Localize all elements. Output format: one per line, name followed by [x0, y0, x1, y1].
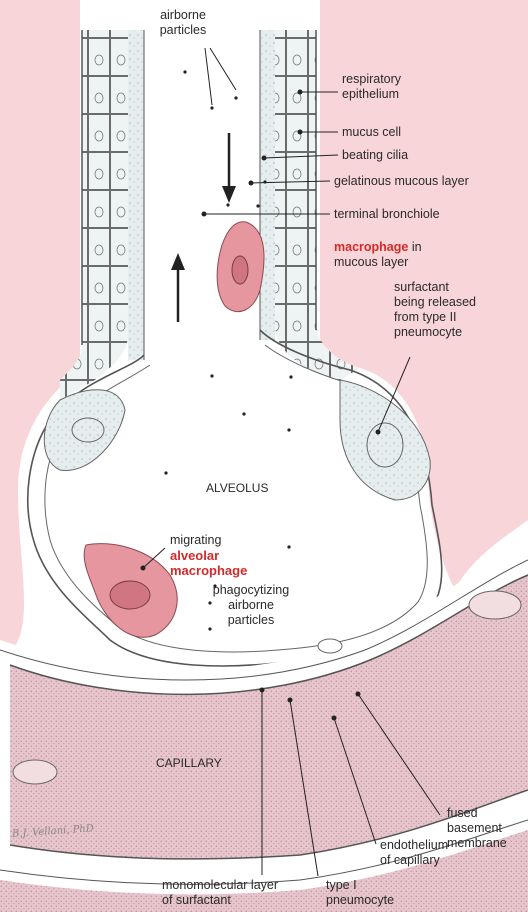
label-respiratory-epithelium: respiratory epithelium — [342, 72, 401, 102]
label-macrophage-in-mucous-line1: macrophage in — [334, 240, 422, 255]
label-fused-line3: membrane — [447, 836, 507, 851]
label-terminal-bronchiole: terminal bronchiole — [334, 207, 440, 222]
label-type-I-line2: pneumocyte — [326, 893, 394, 908]
label-endothelium-line2: of capillary — [380, 853, 448, 868]
label-macrophage-bold: macrophage — [334, 240, 408, 254]
label-migrating-line1: migrating — [170, 533, 247, 548]
label-airborne-particles-line1: airborne — [150, 8, 216, 23]
label-phagocytizing: phagocytizing airborne particles — [196, 583, 306, 628]
macrophage-alveolar — [84, 544, 177, 638]
label-macrophage-in-mucous: macrophage in mucous layer — [334, 240, 422, 270]
label-surfactant-released: surfactant being released from type II p… — [394, 280, 476, 340]
label-fused-line2: basement — [447, 821, 507, 836]
label-phagocytizing-line1: phagocytizing — [196, 583, 306, 598]
label-endothelium-line1: endothelium — [380, 838, 448, 853]
label-gelatinous-mucous-layer: gelatinous mucous layer — [334, 174, 469, 189]
label-phagocytizing-line2: airborne — [196, 598, 306, 613]
label-respiratory-epithelium-line1: respiratory — [342, 72, 401, 87]
label-surfactant-line4: pneumocyte — [394, 325, 476, 340]
label-migrating-alveolar-macrophage: migrating alveolar macrophage — [170, 533, 247, 578]
label-macrophage-bold-2: macrophage — [170, 563, 247, 578]
label-fused-line1: fused — [447, 806, 507, 821]
label-macrophage-in-mucous-line2: mucous layer — [334, 255, 422, 270]
label-capillary: CAPILLARY — [156, 756, 222, 771]
label-surfactant-line2: being released — [394, 295, 476, 310]
label-airborne-particles: airborne particles — [150, 8, 216, 38]
label-beating-cilia: beating cilia — [342, 148, 408, 163]
label-phagocytizing-line3: particles — [196, 613, 306, 628]
macrophage-mucous — [217, 222, 264, 312]
label-respiratory-epithelium-line2: epithelium — [342, 87, 401, 102]
label-type-I-line1: type I — [326, 878, 394, 893]
label-surfactant-line1: surfactant — [394, 280, 476, 295]
label-monomolecular-line2: of surfactant — [162, 893, 278, 908]
label-macrophage-in: in — [408, 240, 421, 254]
label-airborne-particles-line2: particles — [150, 23, 216, 38]
label-type-I-pneumocyte: type I pneumocyte — [326, 878, 394, 908]
label-fused-basement-membrane: fused basement membrane — [447, 806, 507, 851]
label-alveolus: ALVEOLUS — [206, 481, 268, 496]
label-monomolecular-line1: monomolecular layer — [162, 878, 278, 893]
label-monomolecular-layer: monomolecular layer of surfactant — [162, 878, 278, 908]
label-alveolar-bold: alveolar — [170, 548, 247, 563]
label-mucus-cell: mucus cell — [342, 125, 401, 140]
label-endothelium-of-capillary: endothelium of capillary — [380, 838, 448, 868]
label-surfactant-line3: from type II — [394, 310, 476, 325]
